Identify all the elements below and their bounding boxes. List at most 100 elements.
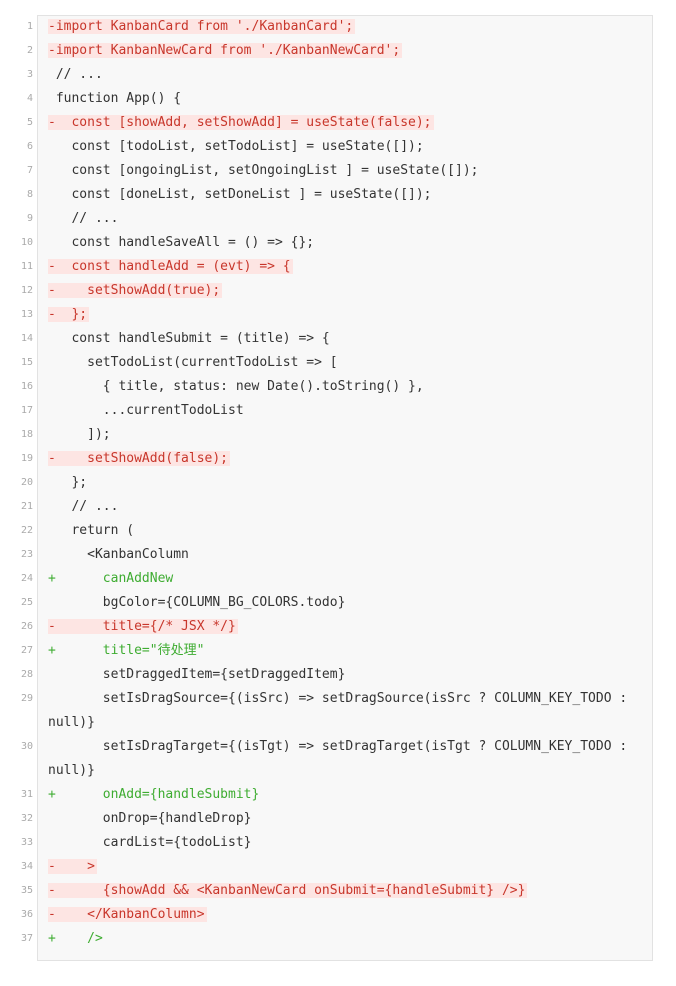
line-number: 29 <box>20 693 33 704</box>
added-line: + onAdd={handleSubmit} <box>48 783 259 807</box>
line-number: 37 <box>20 933 33 944</box>
line-number: 28 <box>20 669 33 680</box>
context-line: null)} <box>48 711 95 735</box>
line-number: 1 <box>26 21 33 32</box>
code-text: setTodoList(currentTodoList => [ <box>48 355 338 370</box>
added-line: + canAddNew <box>48 567 173 591</box>
code-text: function App() { <box>48 91 182 106</box>
context-line: function App() { <box>48 87 181 111</box>
code-text: - setShowAdd(true); <box>48 283 223 298</box>
code-text: null)} <box>48 715 95 730</box>
line-number: 13 <box>20 309 33 320</box>
code-text: + /> <box>48 931 103 946</box>
code-text: setDraggedItem={setDraggedItem} <box>48 667 346 682</box>
line-number: 6 <box>26 141 33 152</box>
context-line: const [doneList, setDoneList ] = useStat… <box>48 183 432 207</box>
code-text: const handleSubmit = (title) => { <box>48 331 330 346</box>
line-number: 17 <box>20 405 33 416</box>
context-line: const handleSubmit = (title) => { <box>48 327 330 351</box>
context-line: // ... <box>48 495 118 519</box>
context-line: const handleSaveAll = () => {}; <box>48 231 314 255</box>
line-number: 3 <box>26 69 33 80</box>
line-number: 10 <box>20 237 33 248</box>
code-text: }; <box>48 475 88 490</box>
line-number: 4 <box>26 93 33 104</box>
line-number: 33 <box>20 837 33 848</box>
code-text: setIsDragTarget={(isTgt) => setDragTarge… <box>48 739 628 754</box>
context-line: bgColor={COLUMN_BG_COLORS.todo} <box>48 591 346 615</box>
line-number: 35 <box>20 885 33 896</box>
line-number: 27 <box>20 645 33 656</box>
line-number: 2 <box>26 45 33 56</box>
code-text: ...currentTodoList <box>48 403 244 418</box>
line-number: 16 <box>20 381 33 392</box>
code-text: - const handleAdd = (evt) => { <box>48 259 293 274</box>
code-text: - > <box>48 859 97 874</box>
code-text: // ... <box>48 67 103 82</box>
line-number: 22 <box>20 525 33 536</box>
line-number: 25 <box>20 597 33 608</box>
code-text: -import KanbanCard from './KanbanCard'; <box>48 19 356 34</box>
line-number: 5 <box>26 117 33 128</box>
code-text: { title, status: new Date().toString() }… <box>48 379 424 394</box>
code-text: const handleSaveAll = () => {}; <box>48 235 315 250</box>
context-line: // ... <box>48 207 118 231</box>
line-number: 32 <box>20 813 33 824</box>
code-text: const [todoList, setTodoList] = useState… <box>48 139 424 154</box>
removed-line: -import KanbanNewCard from './KanbanNewC… <box>48 39 403 63</box>
code-diff-view <box>37 15 653 961</box>
context-line: ...currentTodoList <box>48 399 244 423</box>
removed-line: - }; <box>48 303 90 327</box>
line-number: 9 <box>26 213 33 224</box>
line-number: 7 <box>26 165 33 176</box>
line-number: 12 <box>20 285 33 296</box>
context-line: ]); <box>48 423 111 447</box>
code-text: null)} <box>48 763 95 778</box>
line-number: 34 <box>20 861 33 872</box>
line-number: 8 <box>26 189 33 200</box>
line-number: 18 <box>20 429 33 440</box>
line-number: 31 <box>20 789 33 800</box>
context-line: setTodoList(currentTodoList => [ <box>48 351 338 375</box>
removed-line: - </KanbanColumn> <box>48 903 207 927</box>
code-text: + title="待处理" <box>48 643 205 658</box>
line-number: 21 <box>20 501 33 512</box>
line-number <box>3 759 33 783</box>
code-text: return ( <box>48 523 135 538</box>
context-line: setIsDragTarget={(isTgt) => setDragTarge… <box>48 735 627 759</box>
line-number: 20 <box>20 477 33 488</box>
context-line: cardList={todoList} <box>48 831 252 855</box>
added-line: + /> <box>48 927 103 951</box>
removed-line: - setShowAdd(true); <box>48 279 223 303</box>
code-text: - </KanbanColumn> <box>48 907 207 922</box>
line-number: 30 <box>20 741 33 752</box>
code-text: // ... <box>48 211 119 226</box>
code-text: const [doneList, setDoneList ] = useStat… <box>48 187 432 202</box>
line-number: 19 <box>20 453 33 464</box>
context-line: setDraggedItem={setDraggedItem} <box>48 663 346 687</box>
code-text: setIsDragSource={(isSrc) => setDragSourc… <box>48 691 628 706</box>
line-number: 26 <box>20 621 33 632</box>
context-line: }; <box>48 471 87 495</box>
context-line: const [todoList, setTodoList] = useState… <box>48 135 424 159</box>
code-text: -import KanbanNewCard from './KanbanNewC… <box>48 43 403 58</box>
added-line: + title="待处理" <box>48 639 204 663</box>
code-text: + onAdd={handleSubmit} <box>48 787 260 802</box>
line-number: 15 <box>20 357 33 368</box>
context-line: setIsDragSource={(isSrc) => setDragSourc… <box>48 687 627 711</box>
code-text: - const [showAdd, setShowAdd] = useState… <box>48 115 434 130</box>
line-number: 36 <box>20 909 33 920</box>
code-text: + canAddNew <box>48 571 174 586</box>
context-line: const [ongoingList, setOngoingList ] = u… <box>48 159 478 183</box>
removed-line: - const handleAdd = (evt) => { <box>48 255 293 279</box>
code-text: onDrop={handleDrop} <box>48 811 252 826</box>
removed-line: - title={/* JSX */} <box>48 615 238 639</box>
code-text: - }; <box>48 307 90 322</box>
removed-line: - > <box>48 855 97 879</box>
context-line: <KanbanColumn <box>48 543 189 567</box>
code-text: - title={/* JSX */} <box>48 619 238 634</box>
line-number <box>3 711 33 735</box>
line-number: 23 <box>20 549 33 560</box>
line-number: 24 <box>20 573 33 584</box>
context-line: null)} <box>48 759 95 783</box>
